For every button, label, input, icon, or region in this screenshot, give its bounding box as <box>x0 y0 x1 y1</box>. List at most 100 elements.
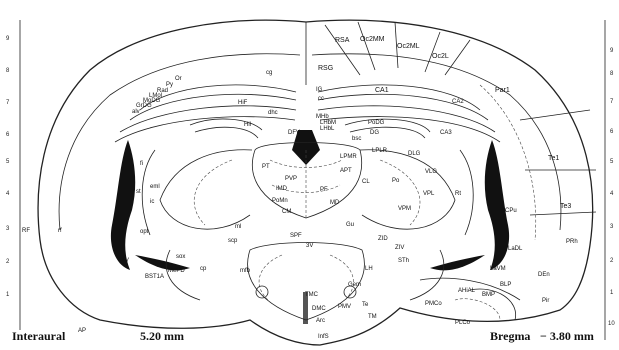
label-rf: rf <box>58 228 62 234</box>
label-lh: LH <box>365 266 373 272</box>
label-opt: opt <box>140 229 149 235</box>
right-scale-tick: 5 <box>610 159 614 165</box>
label-ic: ic <box>150 199 154 205</box>
label-ml: ml <box>235 224 241 230</box>
label-dg: DG <box>370 130 379 136</box>
left-scale: 9 8 7 6 5 4 3 2 1 <box>6 20 20 330</box>
left-scale-tick: 1 <box>6 292 10 298</box>
label-sox: sox <box>176 254 185 260</box>
label-md: MD <box>330 200 340 206</box>
label-or: Or <box>175 76 182 82</box>
left-scale-tick: 4 <box>6 191 10 197</box>
label-dmc: DMC <box>312 306 326 312</box>
right-scale-tick: 4 <box>610 191 614 197</box>
label-hif: HiF <box>238 100 248 106</box>
label-zid: ZID <box>378 236 388 242</box>
label-ladl: LaDL <box>508 246 523 252</box>
bregma-label: Bregma <box>490 329 530 343</box>
label-vlg: VLG <box>425 169 437 175</box>
label-spf: SPF <box>290 233 302 239</box>
right-scale-tick: 10 <box>608 321 615 327</box>
label-lhbl: LHbL <box>320 126 335 132</box>
label-ahial: AHiAL <box>458 288 476 294</box>
left-scale-tick: 8 <box>6 68 10 74</box>
label-oc2ml: Oc2ML <box>397 43 420 50</box>
label-pmco: PMCo <box>425 301 442 307</box>
label-te: Te <box>362 302 369 308</box>
label-ca1: CA1 <box>375 87 389 94</box>
interaural-value: 5.20 mm <box>140 329 184 343</box>
label-cc: cc <box>318 96 324 102</box>
left-scale-tick: 9 <box>6 36 10 42</box>
label-apt: APT <box>340 168 352 174</box>
label-dfv: DFV <box>288 130 300 136</box>
bregma-value: − 3.80 mm <box>540 329 594 343</box>
label-scp: scp <box>228 238 238 244</box>
label-lpmr: LPMR <box>340 154 357 160</box>
label-rt: Rt <box>455 191 461 197</box>
footer: Interaural 5.20 mm Bregma − 3.80 mm <box>12 329 594 343</box>
label-gu: Gu <box>346 222 354 228</box>
left-scale-tick: 6 <box>6 132 10 138</box>
label-plco: PLCo <box>455 320 471 326</box>
right-scale-tick: 7 <box>610 99 614 105</box>
label-infs: InfS <box>318 334 329 340</box>
label-rsg: RSG <box>318 65 333 72</box>
label-lv: LV <box>122 258 129 264</box>
label-ca3: CA3 <box>440 130 452 136</box>
label-eml: eml <box>150 184 160 190</box>
label-prh: PRh <box>566 239 578 245</box>
right-scale: 8 7 6 5 4 3 2 1 9 10 <box>605 20 615 340</box>
label-ig: IG <box>316 87 323 93</box>
label-dlg: DLG <box>408 151 421 157</box>
label-mfb: mfb <box>240 268 251 274</box>
label-alv: alv <box>132 109 140 115</box>
label-pvp: PVP <box>285 176 297 182</box>
label-bmp: BMP <box>482 292 495 298</box>
label-par1: Par1 <box>495 87 510 94</box>
label-oc2l: Oc2L <box>432 53 449 60</box>
left-scale-tick: 2 <box>6 259 10 265</box>
label-3v: 3V <box>306 243 313 249</box>
label-gem: Gem <box>348 282 361 288</box>
label-vpm: VPM <box>398 206 411 212</box>
left-scale-tick: 3 <box>6 226 10 232</box>
left-scale-tick: 7 <box>6 100 10 106</box>
label-ziv: ZIV <box>395 245 404 251</box>
label-ap: AP <box>78 328 86 334</box>
label-rsa: RSA <box>335 37 350 44</box>
label-vpl: VPL <box>423 191 435 197</box>
right-scale-tick: 9 <box>610 48 614 54</box>
label-cg: cg <box>266 70 272 76</box>
label-pt: PT <box>262 164 270 170</box>
label-imd: IMD <box>276 186 288 192</box>
label-mepd: MePD <box>168 268 185 274</box>
right-scale-tick: 3 <box>610 224 614 230</box>
label-cpu: CPu <box>505 208 517 214</box>
label-cl: CL <box>362 179 370 185</box>
cortex-boundaries <box>325 22 596 240</box>
label-dhc: dhc <box>268 110 278 116</box>
label-te3: Te3 <box>560 203 571 210</box>
right-scale-tick: 6 <box>610 129 614 135</box>
label-hil: Hil <box>244 122 251 128</box>
label-tm: TM <box>368 314 377 320</box>
label-cp: cp <box>200 266 207 272</box>
label-te1: Te1 <box>548 155 559 162</box>
label-bst1a: BST1A <box>145 274 164 280</box>
label-oc2mm: Oc2MM <box>360 36 385 43</box>
label-po: Po <box>392 178 400 184</box>
label-lavm: LaVM <box>490 266 506 272</box>
label-ca2: CA2 <box>452 99 464 105</box>
label-pomn: PoMn <box>272 198 288 204</box>
label-arc: Arc <box>316 318 325 324</box>
label-den: DEn <box>538 272 550 278</box>
label-lplr: LPLR <box>372 148 388 154</box>
label-bsc: bsc <box>352 136 361 142</box>
label-cm: CM <box>282 209 291 215</box>
left-scale-tick: 5 <box>6 159 10 165</box>
label-pir: Pir <box>542 298 549 304</box>
label-tmc: TMC <box>305 292 319 298</box>
right-scale-tick: 8 <box>610 71 614 77</box>
